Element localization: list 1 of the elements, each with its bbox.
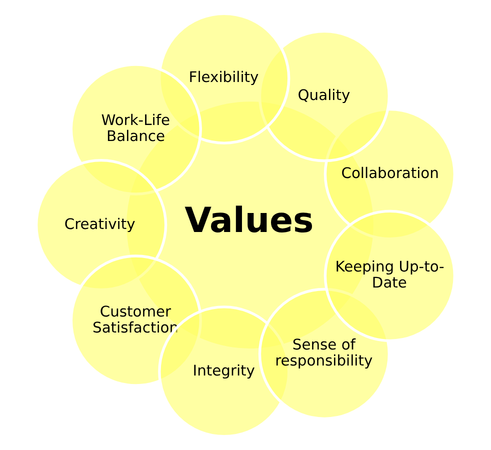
node-circle: Sense of responsibility: [258, 288, 391, 420]
